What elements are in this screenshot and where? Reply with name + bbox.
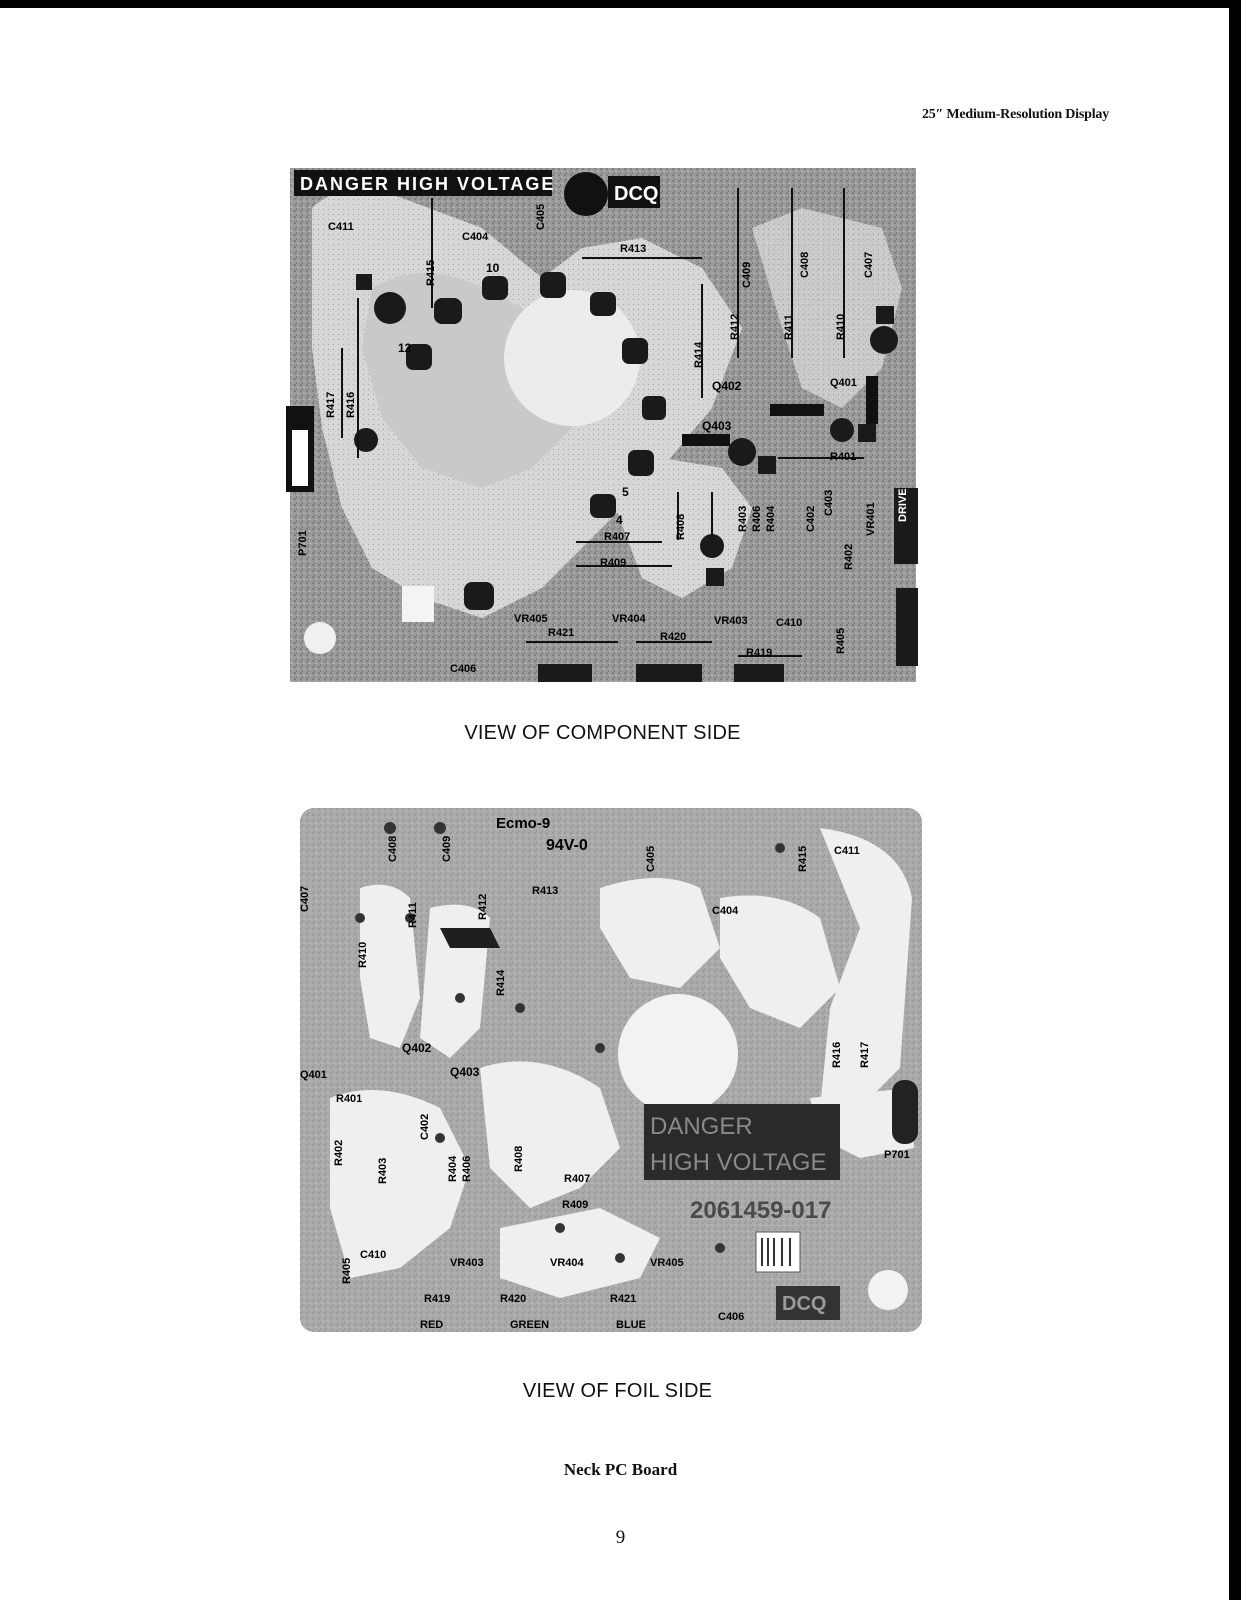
foil-side-caption: VIEW OF FOIL SIDE	[522, 1380, 713, 1402]
svg-text:R404: R404	[447, 1155, 459, 1182]
board-number: 2061459-017	[690, 1197, 831, 1224]
svg-text:C404: C404	[712, 905, 739, 917]
svg-text:R403: R403	[737, 506, 749, 532]
right-border	[1229, 0, 1241, 1600]
svg-text:R412: R412	[729, 314, 741, 340]
svg-text:GREEN: GREEN	[510, 1319, 549, 1331]
svg-text:C405: C405	[645, 846, 657, 872]
svg-text:C408: C408	[799, 252, 811, 278]
svg-text:R414: R414	[495, 969, 507, 996]
svg-text:R420: R420	[660, 631, 686, 643]
page-number: 9	[615, 1527, 626, 1548]
svg-text:R409: R409	[562, 1199, 588, 1211]
svg-text:Q402: Q402	[402, 1041, 432, 1055]
svg-text:VR403: VR403	[450, 1257, 484, 1269]
svg-text:5: 5	[622, 485, 629, 499]
svg-text:R402: R402	[843, 544, 855, 570]
svg-text:VR401: VR401	[865, 502, 877, 536]
svg-text:VR405: VR405	[650, 1257, 684, 1269]
svg-text:Q402: Q402	[712, 379, 742, 393]
svg-text:R416: R416	[345, 392, 357, 418]
svg-text:DRIVE: DRIVE	[897, 488, 909, 522]
svg-text:P701: P701	[297, 530, 309, 556]
svg-text:R404: R404	[765, 505, 777, 532]
svg-text:C405: C405	[535, 204, 547, 230]
svg-text:12: 12	[398, 341, 412, 355]
svg-text:R407: R407	[604, 531, 630, 543]
svg-text:R410: R410	[357, 942, 369, 968]
svg-text:R408: R408	[675, 514, 687, 540]
svg-text:C408: C408	[387, 836, 399, 862]
svg-text:R403: R403	[377, 1158, 389, 1184]
svg-text:P701: P701	[884, 1149, 910, 1161]
svg-text:VR403: VR403	[714, 615, 748, 627]
svg-text:VR404: VR404	[550, 1257, 585, 1269]
svg-text:C403: C403	[823, 490, 835, 516]
svg-text:C402: C402	[805, 506, 817, 532]
svg-text:R421: R421	[548, 627, 574, 639]
svg-text:94V-0: 94V-0	[546, 837, 588, 854]
figure-title: Neck PC Board	[563, 1460, 678, 1479]
svg-text:C409: C409	[441, 836, 453, 862]
svg-text:C411: C411	[834, 845, 860, 857]
dcq-logo: DCQ	[614, 183, 658, 205]
top-border	[0, 0, 1241, 8]
svg-text:R406: R406	[751, 506, 763, 532]
svg-text:R402: R402	[333, 1140, 345, 1166]
svg-text:R405: R405	[341, 1258, 353, 1284]
svg-text:R408: R408	[513, 1146, 525, 1172]
svg-text:R414: R414	[693, 341, 705, 368]
svg-text:R419: R419	[424, 1293, 450, 1305]
svg-text:R412: R412	[477, 894, 489, 920]
svg-text:R407: R407	[564, 1173, 590, 1185]
svg-text:R416: R416	[831, 1042, 843, 1068]
svg-text:R405: R405	[835, 628, 847, 654]
svg-text:R417: R417	[325, 392, 337, 418]
svg-text:C407: C407	[300, 886, 311, 912]
svg-text:Q401: Q401	[300, 1069, 327, 1081]
svg-text:4: 4	[616, 513, 623, 527]
svg-text:C406: C406	[718, 1311, 744, 1323]
foil-side-photo: DANGER HIGH VOLTAGE 2061459-017 DCQ Ecmo…	[300, 808, 926, 1338]
svg-text:C406: C406	[450, 663, 476, 675]
svg-text:R409: R409	[600, 557, 626, 569]
svg-text:C402: C402	[419, 1114, 431, 1140]
svg-text:Ecmo-9: Ecmo-9	[496, 815, 550, 832]
svg-text:RED: RED	[420, 1319, 443, 1331]
svg-text:Q401: Q401	[830, 377, 857, 389]
svg-text:R413: R413	[620, 243, 646, 255]
svg-text:R421: R421	[610, 1293, 636, 1305]
svg-text:10: 10	[486, 261, 500, 275]
svg-text:C411: C411	[328, 221, 354, 233]
svg-text:Q403: Q403	[702, 419, 732, 433]
svg-text:R417: R417	[859, 1042, 871, 1068]
svg-text:R419: R419	[746, 647, 772, 659]
svg-text:R413: R413	[532, 885, 558, 897]
svg-text:C410: C410	[360, 1249, 386, 1261]
svg-text:C409: C409	[741, 262, 753, 288]
svg-text:C407: C407	[863, 252, 875, 278]
svg-text:R410: R410	[835, 314, 847, 340]
svg-text:R415: R415	[797, 846, 809, 872]
svg-text:R411: R411	[783, 314, 795, 340]
svg-text:R415: R415	[425, 260, 437, 286]
foil-high-voltage: HIGH VOLTAGE	[650, 1149, 826, 1176]
foil-danger: DANGER	[650, 1113, 753, 1140]
running-header: 25″ Medium-Resolution Display	[921, 107, 1109, 122]
svg-text:R411: R411	[407, 902, 419, 928]
component-side-caption: VIEW OF COMPONENT SIDE	[464, 722, 741, 744]
component-side-photo: DANGER HIGH VOLTAGE DCQ	[282, 168, 924, 688]
svg-text:VR404: VR404	[612, 613, 647, 625]
svg-text:R406: R406	[461, 1156, 473, 1182]
svg-text:C410: C410	[776, 617, 802, 629]
svg-text:R401: R401	[336, 1093, 362, 1105]
svg-text:R401: R401	[830, 451, 856, 463]
svg-text:VR405: VR405	[514, 613, 548, 625]
svg-text:C404: C404	[462, 231, 489, 243]
danger-banner: DANGER HIGH VOLTAGE	[300, 174, 555, 194]
svg-text:Q403: Q403	[450, 1065, 480, 1079]
svg-text:R420: R420	[500, 1293, 526, 1305]
foil-dcq-logo: DCQ	[782, 1293, 826, 1315]
svg-text:BLUE: BLUE	[616, 1319, 646, 1331]
